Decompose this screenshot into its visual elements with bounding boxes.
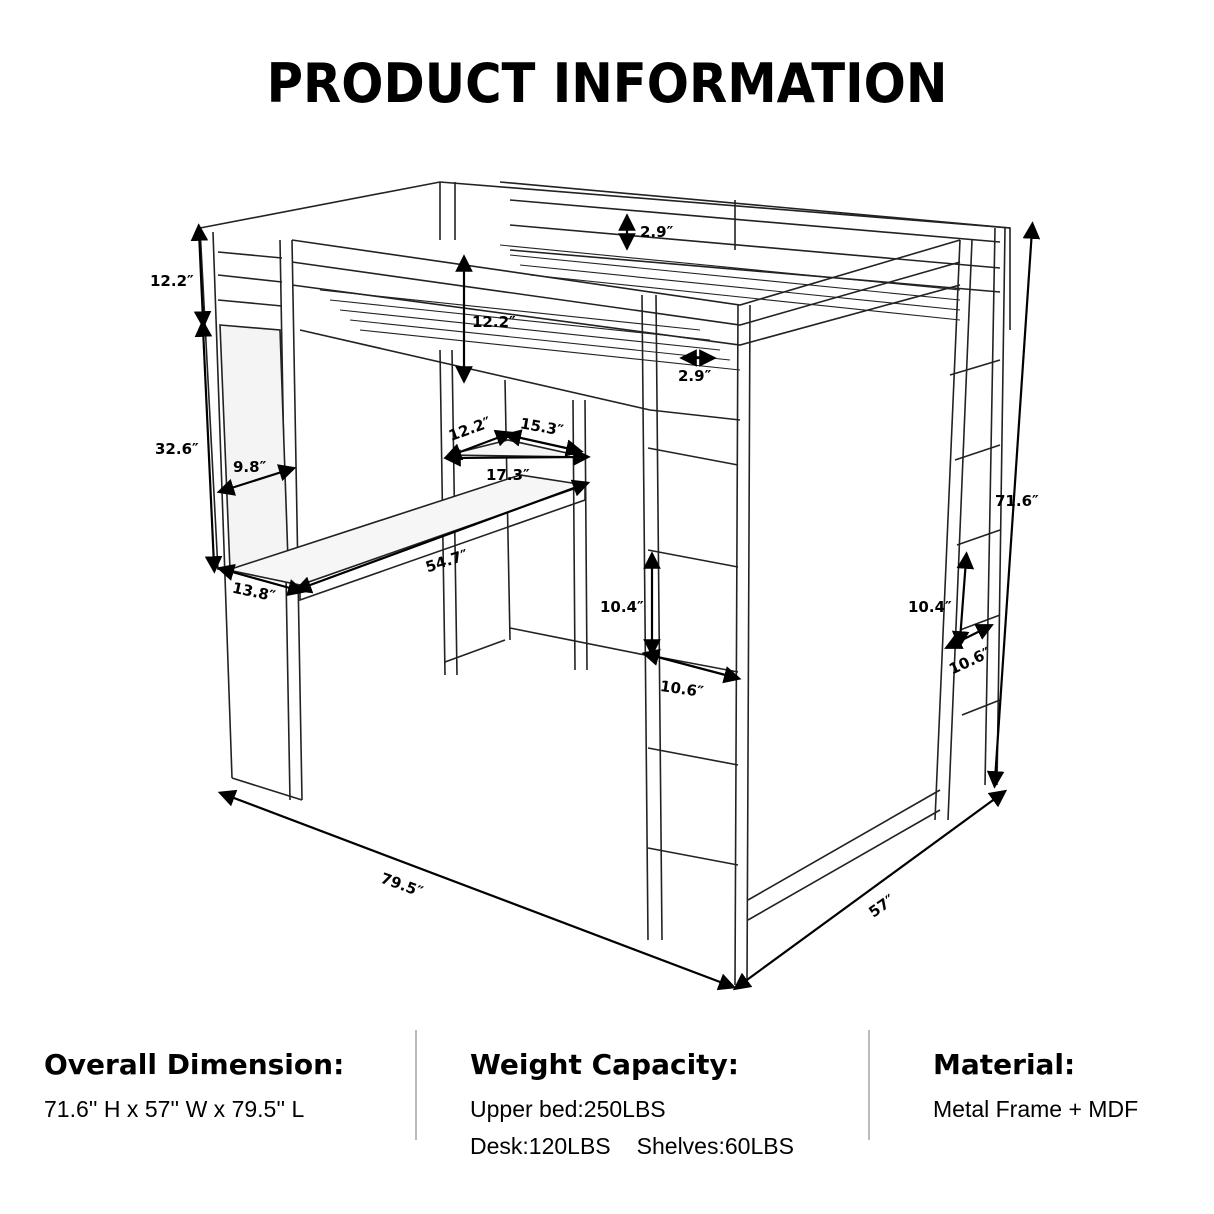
spec-heading: Material: [933,1048,1076,1081]
dim-total-height: 71.6″ [995,492,1039,510]
spec-value: 71.6'' H x 57'' W x 79.5'' L [44,1096,305,1122]
spec-value: Metal Frame + MDF [933,1096,1139,1122]
dim-guardrail-left: 12.2″ [150,272,194,290]
dim-ladder-step-height-front: 10.4″ [600,598,644,616]
dim-ladder-step-height-side: 10.4″ [908,598,952,616]
divider [415,1030,417,1140]
spec-heading: Overall Dimension: [44,1048,345,1081]
dim-rail-gap-top: 2.9″ [640,223,674,241]
spec-upper-bed: Upper bed:250LBS [470,1096,666,1122]
dim-guardrail-center: 12.2″ [472,313,516,331]
spec-overall-dimension: Overall Dimension: 71.6'' H x 57'' W x 7… [44,1048,344,1128]
spec-shelves: Shelves:60LBS [636,1133,794,1159]
dim-shelf-height: 32.6″ [155,440,199,458]
dim-corner-width: 17.3″ [486,466,530,484]
spec-material: Material: Metal Frame + MDF [933,1048,1138,1128]
spec-desk-shelves: Desk:120LBS Shelves:60LBS [470,1128,794,1165]
spec-heading: Weight Capacity: [470,1048,739,1081]
divider [868,1030,870,1140]
dim-shelf-width: 9.8″ [233,458,267,476]
spec-desk: Desk:120LBS [470,1133,611,1159]
spec-weight-capacity: Weight Capacity: Upper bed:250LBS Desk:1… [470,1048,794,1165]
dim-slat-gap: 2.9″ [678,367,712,385]
page-title: PRODUCT INFORMATION [266,52,948,115]
